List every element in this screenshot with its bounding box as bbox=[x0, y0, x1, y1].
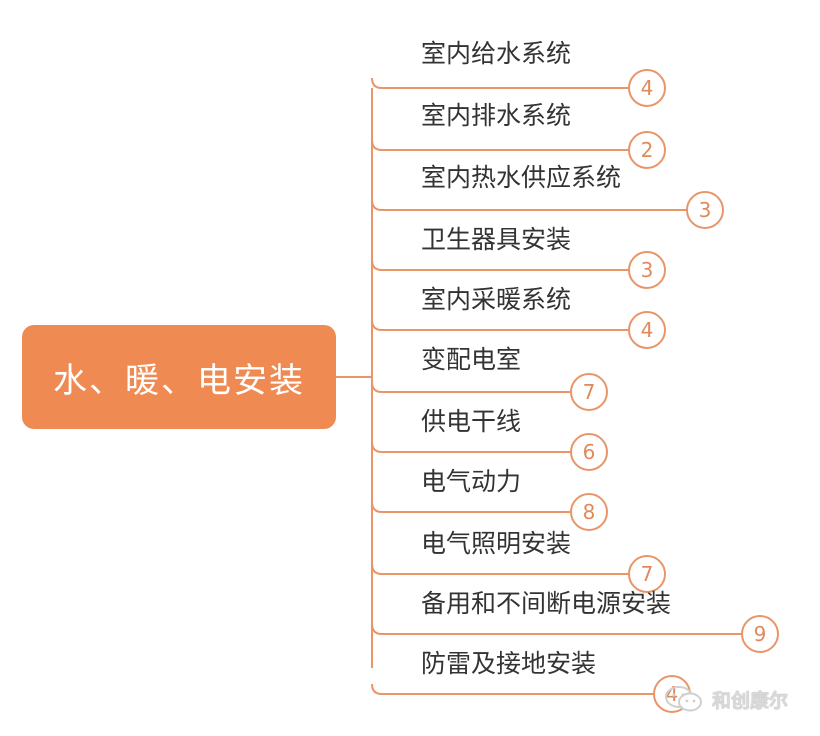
branch-label[interactable]: 防雷及接地安装 bbox=[421, 649, 597, 678]
branch-label[interactable]: 供电干线 bbox=[421, 407, 522, 436]
branch-underline bbox=[371, 441, 585, 453]
branch-underlines bbox=[371, 77, 760, 695]
count-badge: 3 bbox=[628, 251, 666, 289]
branch-label[interactable]: 电气动力 bbox=[421, 467, 522, 496]
count-badge: 3 bbox=[686, 191, 724, 229]
branch-underline bbox=[371, 501, 585, 513]
count-badge: 8 bbox=[570, 493, 608, 531]
count-badge: 4 bbox=[628, 311, 666, 349]
branch-underline bbox=[371, 199, 705, 211]
branch-underline bbox=[371, 259, 645, 271]
branch-label[interactable]: 室内采暖系统 bbox=[421, 285, 572, 314]
wechat-icon bbox=[665, 686, 702, 712]
root-node[interactable]: 水、暖、电安装 bbox=[22, 325, 336, 429]
watermark-text: 和创康尔 bbox=[712, 689, 789, 712]
branch-label[interactable]: 备用和不间断电源安装 bbox=[421, 589, 672, 618]
branch-label[interactable]: 室内给水系统 bbox=[421, 39, 572, 68]
branch-underline bbox=[371, 77, 645, 89]
branch-underline bbox=[371, 381, 585, 393]
count-badge: 6 bbox=[570, 433, 608, 471]
branch-underline bbox=[371, 319, 645, 331]
count-badge: 7 bbox=[628, 555, 666, 593]
root-label: 水、暖、电安装 bbox=[53, 360, 305, 401]
count-badge: 9 bbox=[741, 615, 779, 653]
count-badge: 2 bbox=[628, 131, 666, 169]
branch-label[interactable]: 卫生器具安装 bbox=[421, 225, 572, 254]
count-badge: 7 bbox=[570, 373, 608, 411]
count-badge: 4 bbox=[628, 69, 666, 107]
branch-underline bbox=[371, 623, 760, 635]
branch-label[interactable]: 室内热水供应系统 bbox=[421, 163, 622, 192]
branch-underline bbox=[371, 563, 645, 575]
branch-underline bbox=[371, 683, 672, 695]
branch-label[interactable]: 变配电室 bbox=[421, 345, 522, 374]
watermark: 和创康尔 bbox=[664, 684, 788, 714]
branch-label[interactable]: 室内排水系统 bbox=[421, 101, 572, 130]
branch-underline bbox=[371, 139, 645, 151]
branch-label[interactable]: 电气照明安装 bbox=[421, 529, 572, 558]
